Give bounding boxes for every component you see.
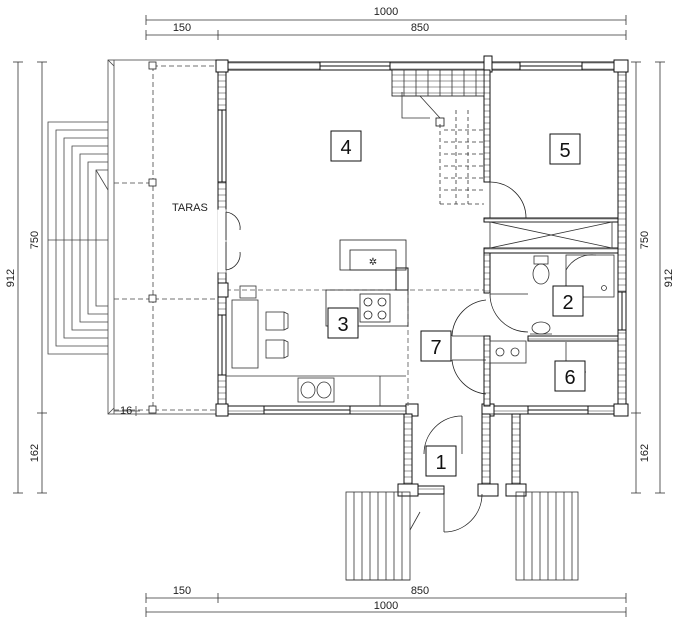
room-6-number: 6 <box>564 367 575 389</box>
dim-top-right: 850 <box>411 22 429 34</box>
dim-right-lower: 162 <box>639 444 651 462</box>
terrace <box>107 59 219 416</box>
entrance-walls <box>397 413 527 497</box>
terrace-label: TARAS <box>172 202 208 214</box>
room-5-box <box>549 133 581 165</box>
room-3-number: 3 <box>337 314 348 336</box>
posts <box>217 267 409 298</box>
dim-left-total: 912 <box>5 269 17 287</box>
room-labels: 4 5 2 3 7 6 1 <box>327 130 586 477</box>
staircase <box>391 69 485 205</box>
entrance-steps <box>345 491 579 581</box>
door-room7 <box>451 299 487 395</box>
dim-top-total: 1000 <box>374 6 398 18</box>
dim-bottom-total: 1000 <box>374 600 398 612</box>
interior-walls <box>483 69 619 407</box>
room-7-number: 7 <box>430 337 441 359</box>
room-5-number: 5 <box>559 140 570 162</box>
svg-text:✲: ✲ <box>369 257 377 268</box>
terrace-steps <box>47 121 109 355</box>
windows <box>217 61 627 415</box>
room-4-number: 4 <box>340 137 351 159</box>
dim-left-lower: 162 <box>29 444 41 462</box>
dim-bottom-right: 850 <box>411 585 429 597</box>
kitchen-counter <box>226 375 406 406</box>
room-3-box <box>327 307 359 339</box>
dim-left-upper: 750 <box>29 231 41 249</box>
entrance-doors <box>423 413 512 533</box>
dim-bottom-left: 150 <box>173 585 191 597</box>
room-2-box <box>552 285 584 317</box>
terrace-wall-mark: 16 <box>120 405 132 417</box>
room-6-box <box>554 360 586 392</box>
room-1-box <box>425 445 457 477</box>
closet <box>489 221 613 249</box>
bathroom-fixtures <box>530 254 615 335</box>
room-7-box <box>420 330 452 362</box>
dim-right-total: 912 <box>663 269 675 287</box>
dimension-lines <box>13 15 665 617</box>
cooktop-counter <box>325 289 409 327</box>
dining-set <box>231 285 289 369</box>
door-room5 <box>489 181 527 219</box>
room-2-number: 2 <box>562 292 573 314</box>
dim-right-upper: 750 <box>639 231 651 249</box>
room-1-number: 1 <box>435 452 446 474</box>
fireplace: ✲ <box>339 239 407 271</box>
room-4-box <box>330 130 362 162</box>
dim-top-left: 150 <box>173 22 191 34</box>
door-bathroom <box>489 293 529 333</box>
terrace-door <box>217 209 241 273</box>
